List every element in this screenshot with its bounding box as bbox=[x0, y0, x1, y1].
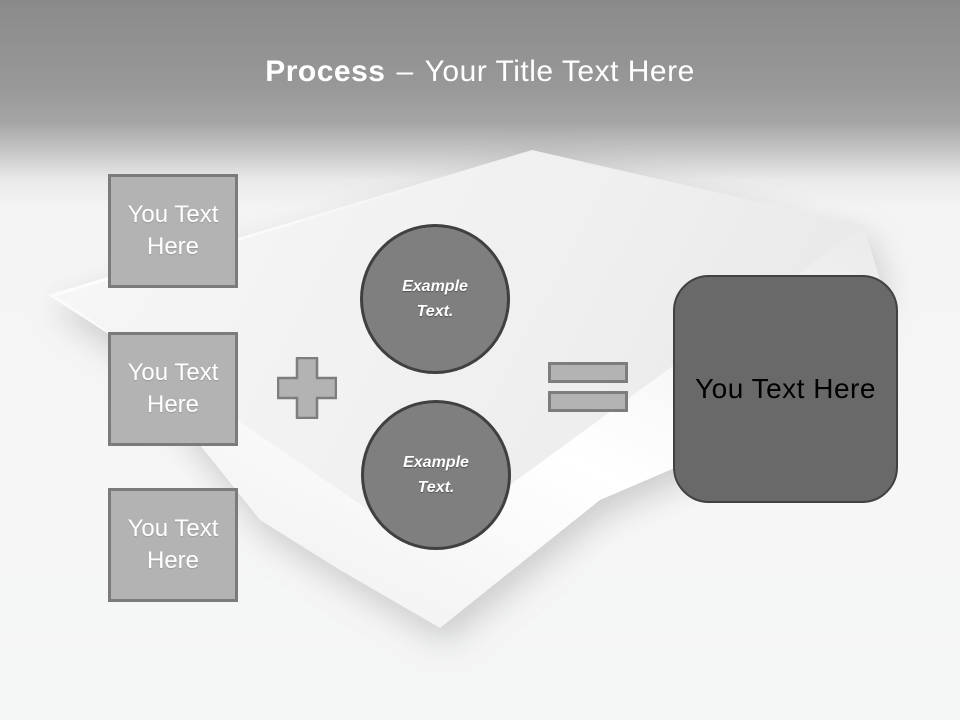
equals-bar-bottom bbox=[548, 391, 628, 412]
text-placeholder-box-3[interactable]: You Text Here bbox=[108, 488, 238, 602]
title-emphasis: Process bbox=[265, 55, 386, 88]
slide-title[interactable]: Process – Your Title Text Here bbox=[0, 55, 960, 89]
circle-label: Example Text. bbox=[403, 454, 469, 496]
result-box[interactable]: You Text Here bbox=[673, 275, 898, 503]
placeholder-label: You Text Here bbox=[127, 515, 219, 574]
placeholder-label: You Text Here bbox=[127, 359, 219, 418]
plus-icon[interactable] bbox=[276, 356, 338, 420]
title-text: Your Title Text Here bbox=[424, 55, 695, 88]
title-separator: – bbox=[396, 55, 414, 88]
circle-label: Example Text. bbox=[402, 278, 468, 320]
equals-icon[interactable] bbox=[548, 362, 628, 412]
placeholder-label: You Text Here bbox=[127, 201, 219, 260]
text-placeholder-box-2[interactable]: You Text Here bbox=[108, 332, 238, 446]
example-circle-2[interactable]: Example Text. bbox=[361, 400, 511, 550]
example-circle-1[interactable]: Example Text. bbox=[360, 224, 510, 374]
result-label: You Text Here bbox=[695, 373, 876, 404]
equals-bar-top bbox=[548, 362, 628, 383]
text-placeholder-box-1[interactable]: You Text Here bbox=[108, 174, 238, 288]
